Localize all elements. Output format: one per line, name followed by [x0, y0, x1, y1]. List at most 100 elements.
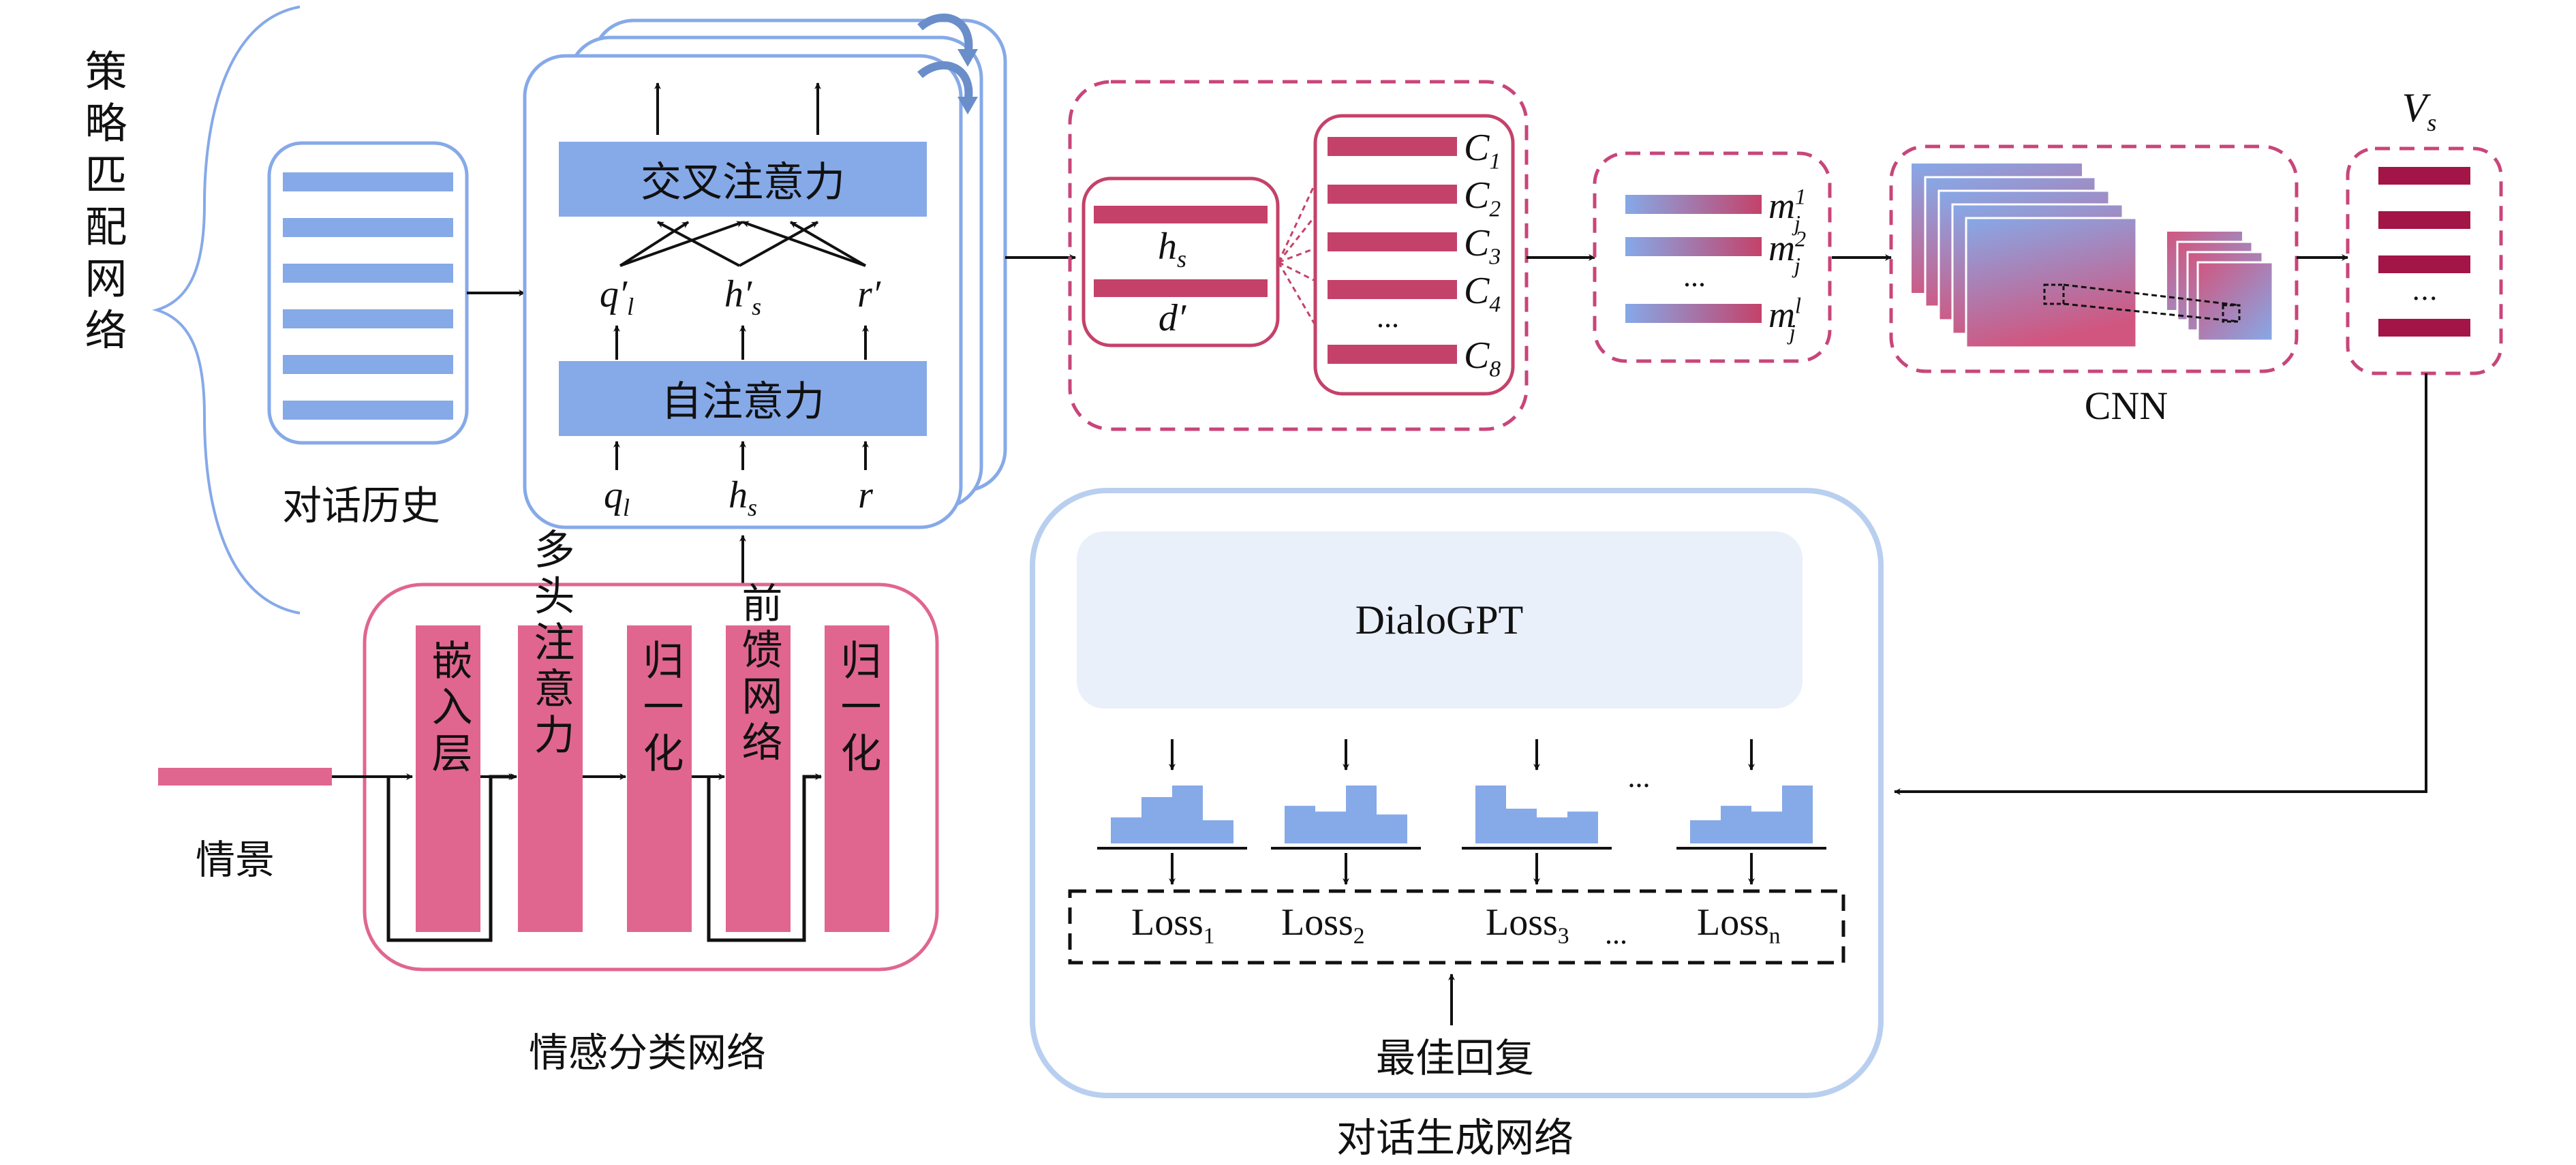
emotion-network-label: 情感分类网络 — [529, 1029, 766, 1076]
loss-label: Lossn — [1697, 901, 1781, 948]
vs-label: Vs — [2402, 85, 2437, 136]
feed-forward-label: 前馈网络 — [735, 582, 782, 767]
context-hs-label: hs — [1158, 226, 1186, 273]
var-q-l: ql — [604, 474, 630, 521]
history-bar — [283, 309, 453, 328]
candidate-label: C3 — [1464, 222, 1501, 269]
distribution-bar — [1346, 786, 1377, 843]
candidate-ellipsis: ... — [1377, 300, 1399, 334]
vs-ellipsis: ... — [2412, 275, 2438, 307]
loss-dashed-frame — [1068, 889, 1845, 965]
kernel-projection — [2063, 283, 2240, 323]
var-h-s: hs — [729, 474, 757, 521]
candidate-label: C1 — [1464, 127, 1501, 174]
loss-label: Loss1 — [1131, 901, 1215, 948]
distribution-bar — [1377, 814, 1407, 843]
loss-label: Loss3 — [1486, 901, 1569, 948]
history-bar — [283, 401, 453, 420]
distribution-bar — [1690, 820, 1721, 843]
match-vector-bar — [1625, 237, 1762, 256]
self-attention-block — [559, 361, 927, 436]
match-vector-bar — [1625, 304, 1762, 323]
embedding-layer-block — [416, 625, 480, 932]
distribution-ellipsis: ... — [1628, 760, 1651, 794]
distribution-bar — [1782, 786, 1813, 843]
distribution-bar — [1285, 805, 1315, 843]
dialogpt-label: DialoGPT — [1355, 597, 1524, 642]
vs-to-generation-connector — [1894, 373, 2427, 795]
cross-attention-block — [559, 142, 927, 217]
candidate-bar — [1328, 232, 1457, 251]
dialog-history-bars — [283, 172, 453, 420]
repeat-arrow-icon — [917, 61, 973, 104]
loss-label: Loss2 — [1281, 901, 1365, 948]
loss-labels: Loss1 Loss2 Loss3... Lossn — [1131, 901, 1781, 950]
residual-loop-2 — [707, 773, 822, 942]
vs-bar — [2378, 255, 2470, 273]
multihead-attention-block — [518, 625, 583, 932]
loss-ellipsis: ... — [1605, 917, 1627, 950]
dialogpt-panel — [1077, 531, 1803, 709]
scenario-bar — [158, 768, 332, 786]
embedding-layer-label: 嵌入层 — [425, 639, 472, 778]
candidate-dashed-frame — [1068, 80, 1529, 431]
var-r-prime: r′ — [857, 273, 881, 315]
candidate-bar — [1328, 280, 1457, 299]
distribution-bar — [1506, 809, 1537, 843]
best-reply-label: 最佳回复 — [1376, 1035, 1534, 1081]
self-attention-label: 自注意力 — [661, 378, 825, 426]
repeat-arrow-icon — [917, 13, 973, 56]
distribution-bar — [1203, 820, 1233, 843]
candidate-bar — [1328, 137, 1457, 156]
context-bar-hs — [1094, 206, 1268, 223]
output-distributions: ... — [1097, 739, 1826, 885]
dialogue-generation-network: DialoGPT ... Loss1 Loss2 Loss3... Lossn 最佳回… — [1030, 488, 1884, 1098]
var-q-l-prime: q′l — [600, 273, 634, 320]
kernel-window — [2043, 283, 2065, 305]
vs-bar — [2378, 319, 2470, 337]
curly-brace — [152, 5, 301, 615]
vs-bar — [2378, 167, 2470, 185]
history-bar — [283, 355, 453, 374]
normalize-label-1: 归一化 — [636, 639, 684, 778]
repeat-arrow-head — [957, 49, 978, 67]
strategy-network-title: 策略匹配网络 — [78, 49, 127, 360]
distribution-bar — [1537, 817, 1567, 843]
repeat-arrow-head — [957, 97, 978, 114]
generation-network-label: 对话生成网络 — [1336, 1115, 1574, 1161]
candidate-bar — [1328, 345, 1457, 364]
candidate-label: C4 — [1464, 270, 1501, 317]
candidate-bar — [1328, 185, 1457, 204]
distribution-bar — [1475, 786, 1506, 843]
emotion-classification-network: 情景 嵌入层 多头注意力 归一化 前馈网络 归一化 情感分类网络 — [158, 528, 939, 1076]
strategy-vector-block: Vs ... — [2346, 85, 2503, 375]
cross-connections — [619, 221, 867, 267]
candidate-label: C8 — [1464, 335, 1501, 382]
strategy-network-label: 策略匹配网络 — [78, 49, 127, 360]
distribution-bar — [1111, 817, 1141, 843]
distribution-bar — [1172, 786, 1203, 843]
cross-attention-label: 交叉注意力 — [641, 159, 845, 206]
context-d-label: d′ — [1159, 297, 1186, 339]
var-r: r — [858, 474, 873, 516]
context-bar-d — [1094, 279, 1268, 297]
distribution-bar — [1751, 811, 1782, 843]
history-bar — [283, 264, 453, 283]
normalize-label-2: 归一化 — [833, 639, 881, 778]
output-map — [2196, 261, 2274, 342]
feature-map — [1965, 217, 2138, 349]
history-bar — [283, 172, 453, 191]
distribution-bar — [1567, 811, 1598, 843]
vs-bar — [2378, 211, 2470, 229]
strategy-matching-network: 策略匹配网络 对话历史 交叉注意力 — [78, 5, 1076, 615]
history-bar — [283, 218, 453, 237]
scenario-label: 情景 — [196, 837, 275, 883]
candidate-label: C2 — [1464, 174, 1501, 221]
distribution-bar — [1315, 811, 1346, 843]
normalize-block-1 — [627, 625, 692, 932]
